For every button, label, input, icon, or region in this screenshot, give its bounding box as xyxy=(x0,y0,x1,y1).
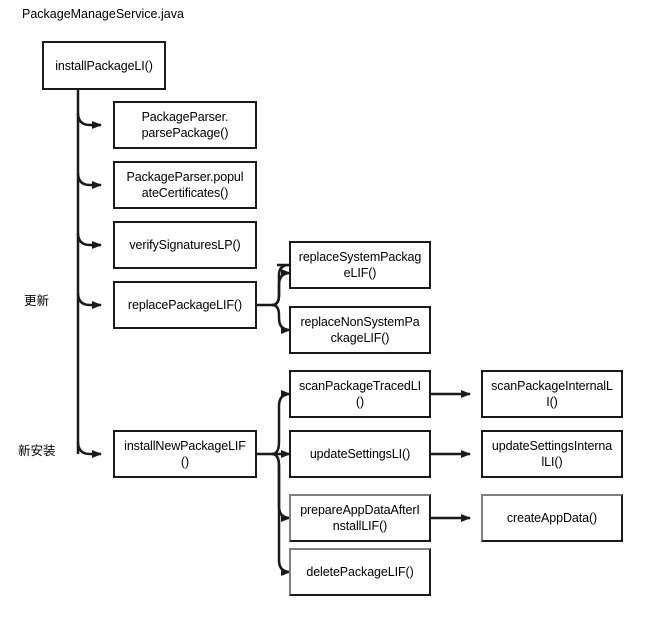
node-parsePackage[interactable]: PackageParser.parsePackage() xyxy=(113,101,257,149)
node-replacePackageLIF[interactable]: replacePackageLIF() xyxy=(113,281,257,329)
node-installNewPackageLIF[interactable]: installNewPackageLIF() xyxy=(113,430,257,478)
edge-replacePackageLIF-to-replaceNonSystemPackageLIF xyxy=(271,303,291,334)
node-label: PackageParser.parsePackage() xyxy=(141,110,229,140)
edge-installNewPackageLIF-to-scanPackageTracedLI xyxy=(271,390,291,456)
node-label: installNewPackageLIF() xyxy=(124,439,246,469)
node-updateSettingsLI[interactable]: updateSettingsLI() xyxy=(289,430,431,478)
node-verifySignaturesLP[interactable]: verifySignaturesLP() xyxy=(113,221,257,269)
node-label: replacePackageLIF() xyxy=(127,298,243,312)
node-label: verifySignaturesLP() xyxy=(129,238,241,252)
node-createAppData[interactable]: createAppData() xyxy=(481,494,623,542)
edge-replacePackageLIF-to-replaceSystemPackageLIF xyxy=(271,269,291,307)
node-label: installPackageLI() xyxy=(55,58,153,73)
edge-installNewPackageLIF-to-deletePackageLIF xyxy=(271,452,291,576)
edge-installPackageLI-to-parsePackage xyxy=(76,112,102,129)
node-label: updateSettingsLI() xyxy=(309,447,411,461)
side-label-update: 更新 xyxy=(24,294,50,308)
edge-replacePackageLIF-to-replaceSystemPackageLIF-curve xyxy=(271,263,290,307)
edge-installPackageLI-to-replacePackageLIF xyxy=(76,292,102,309)
node-deletePackageLIF[interactable]: deletePackageLIF() xyxy=(289,548,431,596)
node-label: scanPackageTracedLI() xyxy=(298,379,421,409)
side-label-new-install: 新安装 xyxy=(18,444,56,458)
edge-installPackageLI-to-verifySignaturesLP xyxy=(76,232,102,249)
node-label: createAppData() xyxy=(506,511,598,525)
diagram-title: PackageManageService.java xyxy=(22,7,184,21)
node-installPackageLI[interactable]: installPackageLI() xyxy=(42,41,166,90)
edge-installNewPackageLIF-to-prepareAppDataAfterInstallLIF xyxy=(271,452,291,522)
node-label: deletePackageLIF() xyxy=(306,565,414,579)
node-scanPackageTracedLI[interactable]: scanPackageTracedLI() xyxy=(289,370,431,418)
edge-installPackageLI-to-populateCertificates xyxy=(76,172,102,189)
edge-installPackageLI-to-installNewPackageLIF xyxy=(76,441,102,458)
